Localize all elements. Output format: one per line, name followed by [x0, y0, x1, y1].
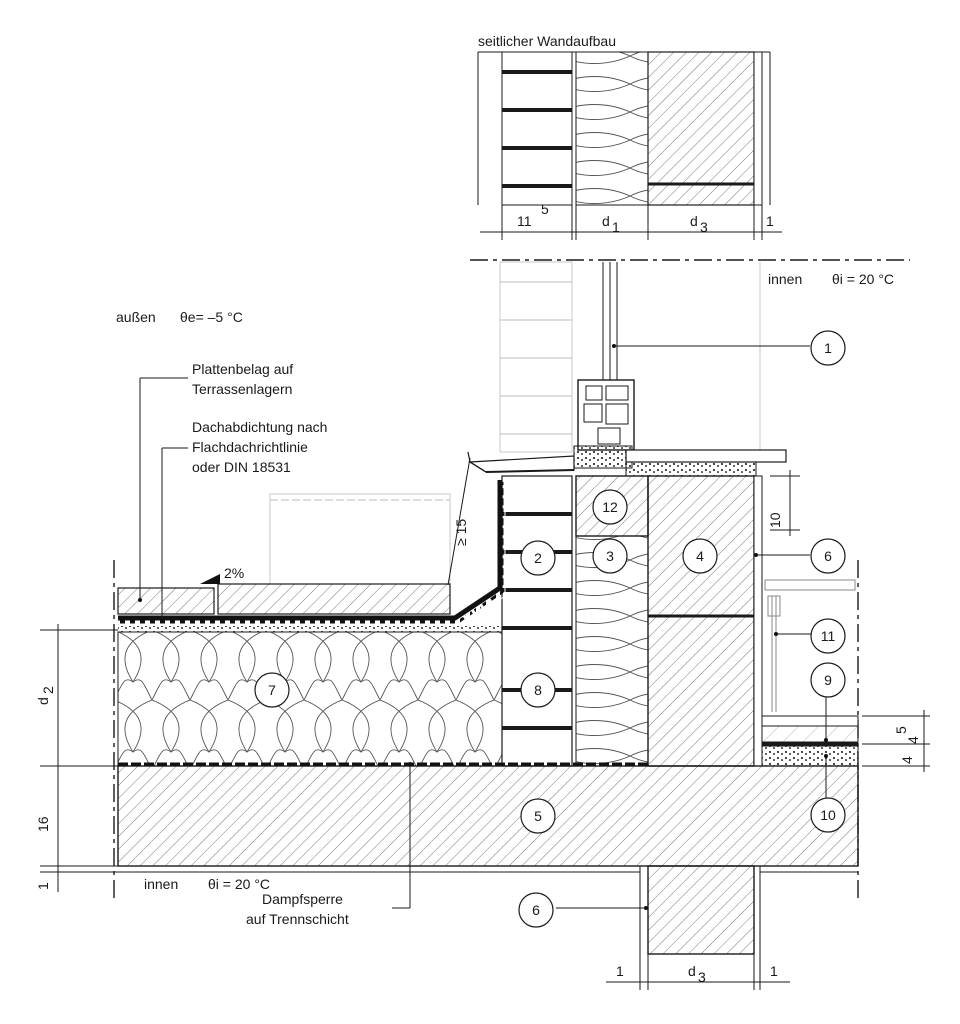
- marker-label-6: 6: [824, 548, 832, 564]
- dim-d1: d: [602, 213, 610, 229]
- inside-top-temp: θi = 20 °C: [832, 271, 894, 287]
- left-dimensions: [40, 624, 118, 892]
- marker-circle-8: [520, 672, 556, 708]
- marker-circle-5: [520, 798, 556, 834]
- marker-label-7: 7: [268, 682, 276, 698]
- marker-circle-3: [592, 538, 628, 574]
- marker-label-9: 9: [824, 672, 832, 688]
- inside-top-label: innen: [768, 271, 802, 287]
- inside-bottom-temp: θi = 20 °C: [208, 876, 270, 892]
- marker-label-12: 12: [602, 499, 618, 515]
- dim-d2: d: [35, 697, 51, 705]
- side-wall-title: seitlicher Wandaufbau: [478, 33, 616, 49]
- upper-wall: [467, 259, 910, 477]
- marker-circle-11: [810, 618, 846, 654]
- marker-circle-10: [810, 797, 846, 833]
- dim-bot-d3-sub: 3: [698, 969, 706, 985]
- dim-r4b: 4: [899, 756, 915, 764]
- dim-d3: d: [690, 213, 698, 229]
- dim-16: 16: [35, 816, 51, 832]
- outside-temp: θe= –5 °C: [180, 309, 243, 325]
- dim-r5: 5: [893, 726, 909, 734]
- leader-lines: [138, 344, 828, 910]
- paving-label-1: Plattenbelag auf: [192, 361, 293, 377]
- vapor-label-1: Dampfsperre: [262, 891, 343, 907]
- marker-label-3: 3: [606, 548, 614, 564]
- dim-r4a: 4: [905, 736, 921, 744]
- marker-label-5: 5: [534, 808, 542, 824]
- marker-label-2: 2: [534, 550, 542, 566]
- dim-1-left: 1: [35, 882, 51, 890]
- marker-label-6: 6: [532, 902, 540, 918]
- vapor-label-2: auf Trennschicht: [246, 911, 349, 927]
- dim-5: 5: [541, 201, 549, 217]
- marker-circle-2: [520, 540, 556, 576]
- marker-circle-6: [810, 538, 846, 574]
- marker-circle-12: [592, 489, 628, 525]
- interior-floor: [761, 579, 930, 772]
- outside-label: außen: [116, 309, 156, 325]
- bottom-dimensions: [606, 954, 790, 990]
- seal-label-1: Dachabdichtung nach: [192, 419, 327, 435]
- marker-circle-6: [518, 892, 554, 928]
- roof-buildup: [113, 457, 859, 955]
- dim-bot-d3: d: [688, 963, 696, 979]
- marker-circle-9: [810, 662, 846, 698]
- wall-section: [501, 470, 800, 767]
- dim-d3-sub: 3: [700, 219, 708, 235]
- dim-bot-1b: 1: [770, 963, 778, 979]
- marker-label-1: 1: [824, 340, 832, 356]
- marker-label-4: 4: [696, 548, 704, 564]
- slope-label: 2%: [224, 565, 244, 581]
- dim-11: 11: [517, 213, 532, 229]
- marker-label-10: 10: [820, 807, 836, 823]
- marker-label-11: 11: [821, 628, 836, 644]
- inside-bottom-label: innen: [144, 876, 178, 892]
- dim-bot-1a: 1: [616, 963, 624, 979]
- seal-label-2: Flachdachrichtlinie: [192, 439, 308, 455]
- paving-label-2: Terrassenlagern: [192, 381, 292, 397]
- min-height-label: ≥ 15: [453, 519, 469, 546]
- marker-circle-7: [254, 672, 290, 708]
- dim-d1-sub: 1: [612, 219, 620, 235]
- marker-circle-4: [682, 538, 718, 574]
- marker-circle-1: [810, 330, 846, 366]
- marker-label-8: 8: [534, 682, 542, 698]
- dim-10: 10: [767, 512, 783, 528]
- seal-label-3: oder DIN 18531: [192, 459, 291, 475]
- dim-1-top: 1: [766, 213, 774, 229]
- side-wall-inset: [477, 51, 782, 240]
- dim-d2-sub: 2: [40, 686, 56, 694]
